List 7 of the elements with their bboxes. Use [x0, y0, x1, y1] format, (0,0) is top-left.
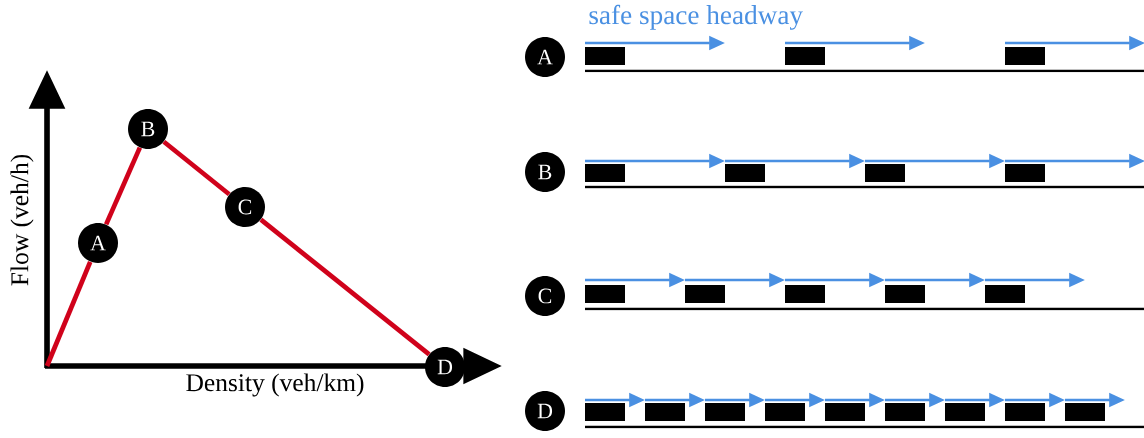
axis-label: Density (veh/km) [186, 373, 364, 397]
axis-label: Flow (veh/h) [10, 154, 34, 286]
flow-line [259, 217, 431, 357]
flow-line [162, 139, 231, 197]
flow-line [104, 146, 142, 226]
flow-line [44, 260, 93, 367]
headway-label: safe space headway [589, 4, 803, 30]
